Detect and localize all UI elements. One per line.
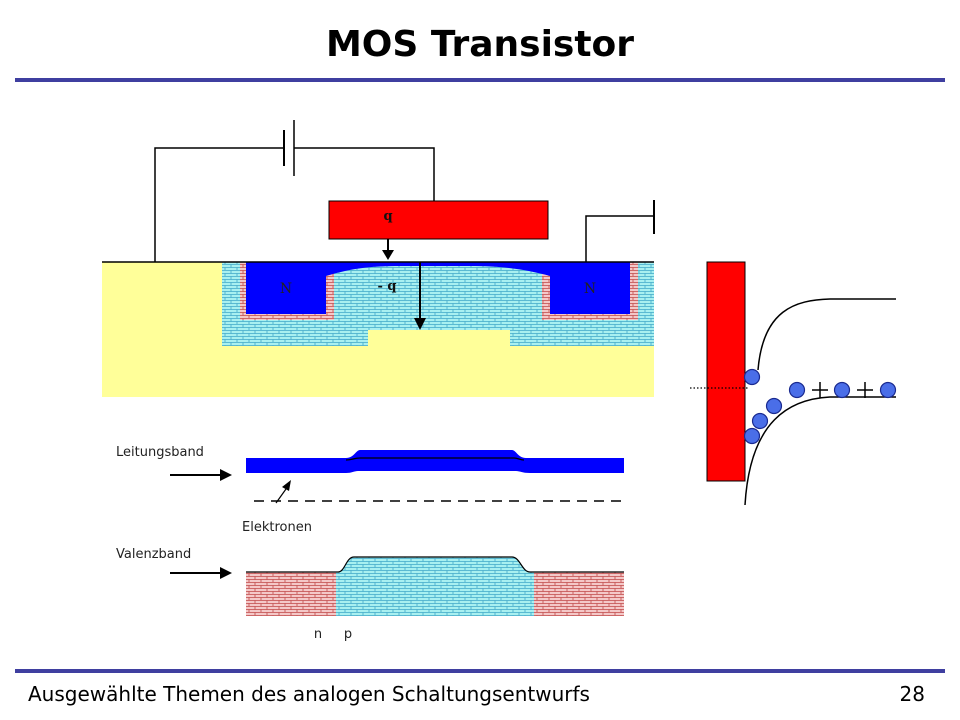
footer-text: Ausgewählte Themen des analogen Schaltun…	[28, 682, 590, 706]
valence-band-label: Valenzband	[116, 547, 191, 562]
slide-title: MOS Transistor	[325, 24, 635, 65]
title-rule	[15, 78, 945, 82]
charge-arrows	[382, 239, 426, 330]
electrons-arrow	[275, 480, 291, 504]
lower-band-curve	[744, 396, 896, 506]
conduction-band-arrow	[170, 469, 232, 481]
gate-charge-label: q	[383, 209, 392, 224]
n-label: n	[314, 627, 322, 642]
circuit-wiring	[154, 120, 655, 262]
gate-electrode	[328, 200, 549, 240]
valence-band-n-left	[246, 572, 336, 616]
valence-band-arrow	[170, 567, 232, 579]
conduction-band-edge	[345, 457, 525, 461]
conduction-band-label: Leitungsband	[116, 445, 204, 460]
channel-charge-label: - q	[377, 279, 396, 294]
valence-band-edge	[246, 556, 624, 573]
channel-depletion-gap	[368, 330, 510, 346]
band-bending-diagram	[690, 261, 897, 506]
source-region	[246, 262, 326, 314]
carrier-dots	[743, 368, 897, 445]
footer-rule	[15, 669, 945, 673]
inversion-channel	[326, 262, 550, 276]
drain-label: N	[584, 281, 596, 297]
gate-plate	[706, 261, 746, 482]
plus-signs	[812, 382, 873, 398]
device-cross-section: N N - q q	[102, 120, 655, 397]
upper-band-curve	[757, 298, 896, 371]
p-label: p	[344, 627, 352, 642]
source-label: N	[280, 281, 292, 297]
conduction-band	[246, 450, 624, 473]
electrons-label: Elektronen	[242, 520, 312, 535]
band-diagram: Leitungsband Elektronen Valenzband n p	[116, 445, 628, 642]
page-number: 28	[899, 682, 925, 706]
valence-band-n-right	[534, 572, 624, 616]
drain-region	[550, 262, 630, 314]
mos-transistor-diagram: N N - q q	[102, 120, 897, 642]
